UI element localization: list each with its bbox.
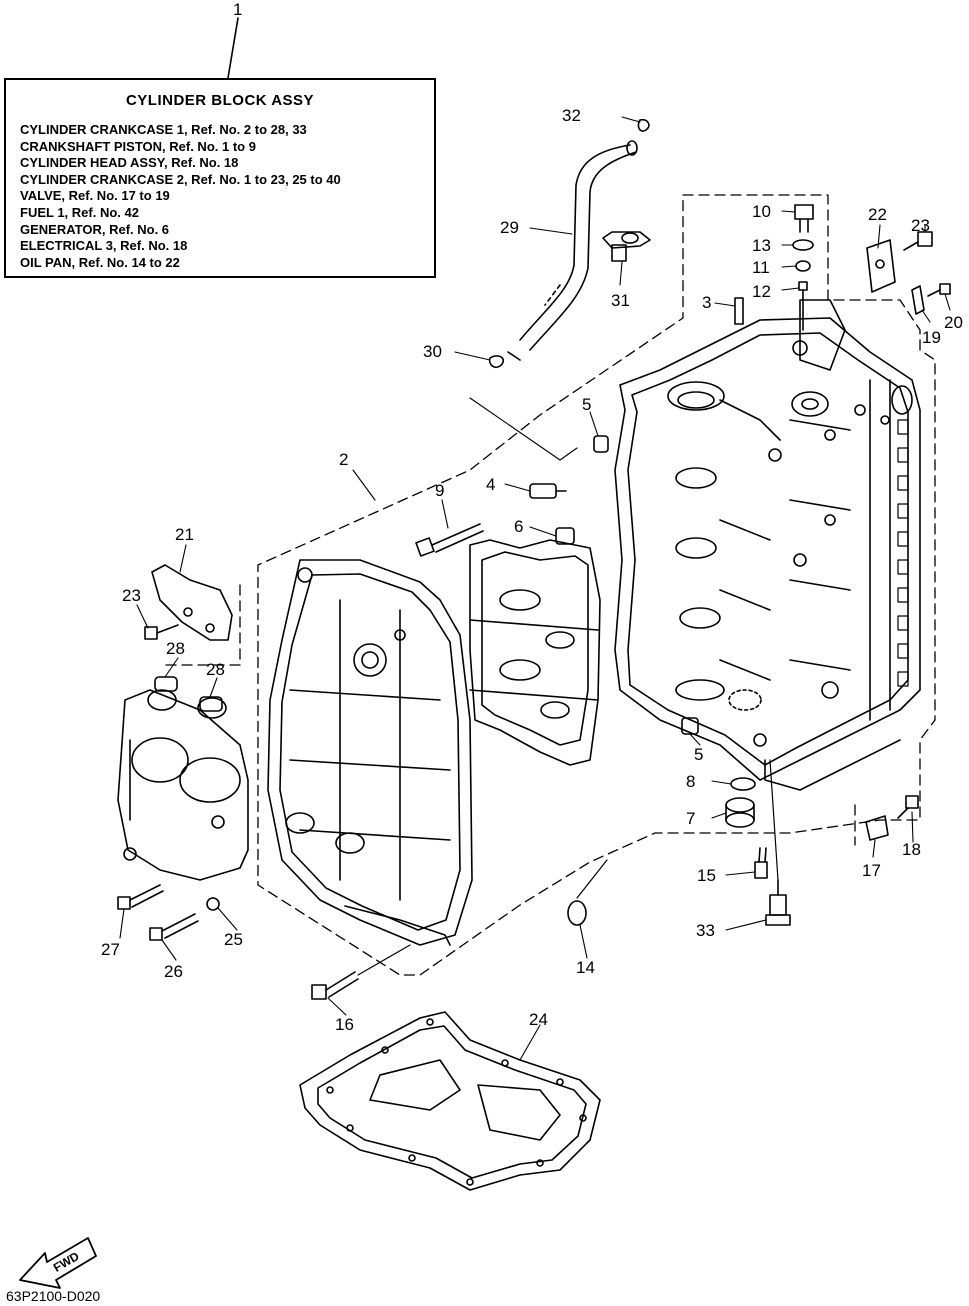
- callout-5-top: 5: [582, 395, 591, 414]
- callout-5-bottom: 5: [694, 745, 703, 764]
- washer-25: [206, 897, 220, 911]
- callout-1: 1: [233, 0, 242, 19]
- washer-13: [792, 239, 814, 251]
- callout-4: 4: [486, 475, 495, 494]
- dowel-pin-3: [734, 297, 744, 325]
- plug-7: [725, 797, 755, 828]
- callout-31: 31: [611, 291, 630, 310]
- callout-23-left: 23: [122, 586, 141, 605]
- callout-10: 10: [752, 202, 771, 221]
- bolt-12: [798, 281, 808, 331]
- fwd-label: FWD: [51, 1249, 82, 1275]
- plate-19: [911, 285, 925, 315]
- crankcase-cover: [267, 559, 473, 946]
- callout-labels: 32 29 31 30 10 13 11 12 3 22 23 19 20 5 …: [51, 0, 963, 1275]
- callout-25: 25: [224, 930, 243, 949]
- crankcase-main: [614, 299, 921, 791]
- legend-line: GENERATOR, Ref. No. 6: [20, 221, 170, 237]
- callout-20: 20: [944, 313, 963, 332]
- clamp-31: [602, 231, 651, 262]
- o-ring-8: [730, 777, 756, 791]
- screw-20: [927, 283, 951, 297]
- legend-line: VALVE, Ref. No. 17 to 19: [20, 188, 170, 204]
- legend-title: CYLINDER BLOCK ASSY: [125, 92, 315, 109]
- bolt-26: [149, 913, 199, 941]
- callout-32: 32: [562, 106, 581, 125]
- callout-14: 14: [576, 958, 595, 977]
- callout-15: 15: [697, 866, 716, 885]
- callout-19: 19: [922, 328, 941, 347]
- callout-3: 3: [702, 293, 711, 312]
- callout-16: 16: [335, 1015, 354, 1034]
- bolt-23-left: [144, 624, 179, 640]
- callout-leaders: [119, 116, 951, 1061]
- callout-29: 29: [500, 218, 519, 237]
- gasket-24: [299, 1011, 601, 1191]
- cover-plate-21: [151, 564, 233, 641]
- bolt-16: [311, 944, 411, 1000]
- bolt-27: [117, 884, 164, 910]
- legend-line: CRANKSHAFT PISTON, Ref. No. 1 to 9: [20, 138, 256, 154]
- callout-27: 27: [101, 940, 120, 959]
- legend-line: FUEL 1, Ref. No. 42: [20, 204, 139, 220]
- bolt-15: [754, 847, 768, 879]
- leader-1: [227, 17, 239, 79]
- callout-22: 22: [868, 205, 887, 224]
- callout-12: 12: [752, 282, 771, 301]
- fitting-4: [529, 483, 567, 499]
- screw-18: [897, 795, 919, 819]
- legend-lines: CYLINDER CRANKCASE 1, Ref. No. 2 to 28, …: [20, 122, 341, 271]
- dowel-5-top: [593, 435, 609, 453]
- callout-2: 2: [339, 450, 348, 469]
- o-ring-14: [567, 900, 587, 926]
- callout-30: 30: [423, 342, 442, 361]
- callout-8: 8: [686, 772, 695, 791]
- sensor-33: [765, 879, 791, 926]
- callout-23-top: 23: [911, 216, 930, 235]
- callout-28-b: 28: [206, 660, 225, 679]
- legend-line: OIL PAN, Ref. No. 14 to 22: [20, 254, 180, 270]
- fwd-arrow-icon: [19, 1237, 97, 1289]
- cylinder-head-plate: [469, 539, 601, 766]
- seal-11: [795, 260, 811, 272]
- callout-24: 24: [529, 1010, 548, 1029]
- callout-11: 11: [752, 258, 770, 277]
- legend-line: CYLINDER CRANKCASE 1, Ref. No. 2 to 28, …: [20, 122, 307, 137]
- callout-18: 18: [902, 840, 921, 859]
- legend-line: CYLINDER HEAD ASSY, Ref. No. 18: [20, 155, 239, 171]
- callout-9: 9: [435, 481, 444, 500]
- legend-line: CYLINDER CRANKCASE 2, Ref. No. 1 to 23, …: [20, 171, 341, 187]
- callout-17: 17: [862, 861, 881, 880]
- bolt-10: [794, 204, 814, 233]
- callout-21: 21: [175, 525, 194, 544]
- assembly-outline-dashed: [159, 194, 936, 976]
- callout-26: 26: [164, 962, 183, 981]
- legend-line: ELECTRICAL 3, Ref. No. 18: [20, 238, 188, 254]
- bracket-22: [866, 239, 896, 293]
- callout-6: 6: [514, 517, 523, 536]
- anode-17: [865, 815, 889, 841]
- callout-7: 7: [686, 809, 695, 828]
- callout-33: 33: [696, 921, 715, 940]
- bolt-9: [415, 523, 484, 557]
- callout-13: 13: [752, 236, 771, 255]
- callout-28-a: 28: [166, 639, 185, 658]
- plugs-28: [154, 676, 223, 712]
- clip-32: [637, 118, 650, 132]
- legend-box: CYLINDER BLOCK ASSY CYLINDER CRANKCASE 1…: [4, 78, 436, 278]
- breather-pipe-29: [507, 140, 638, 361]
- thermostat-housing: [117, 689, 249, 881]
- drawing-code: 63P2100-D020: [6, 1288, 101, 1304]
- clip-30: [488, 355, 505, 369]
